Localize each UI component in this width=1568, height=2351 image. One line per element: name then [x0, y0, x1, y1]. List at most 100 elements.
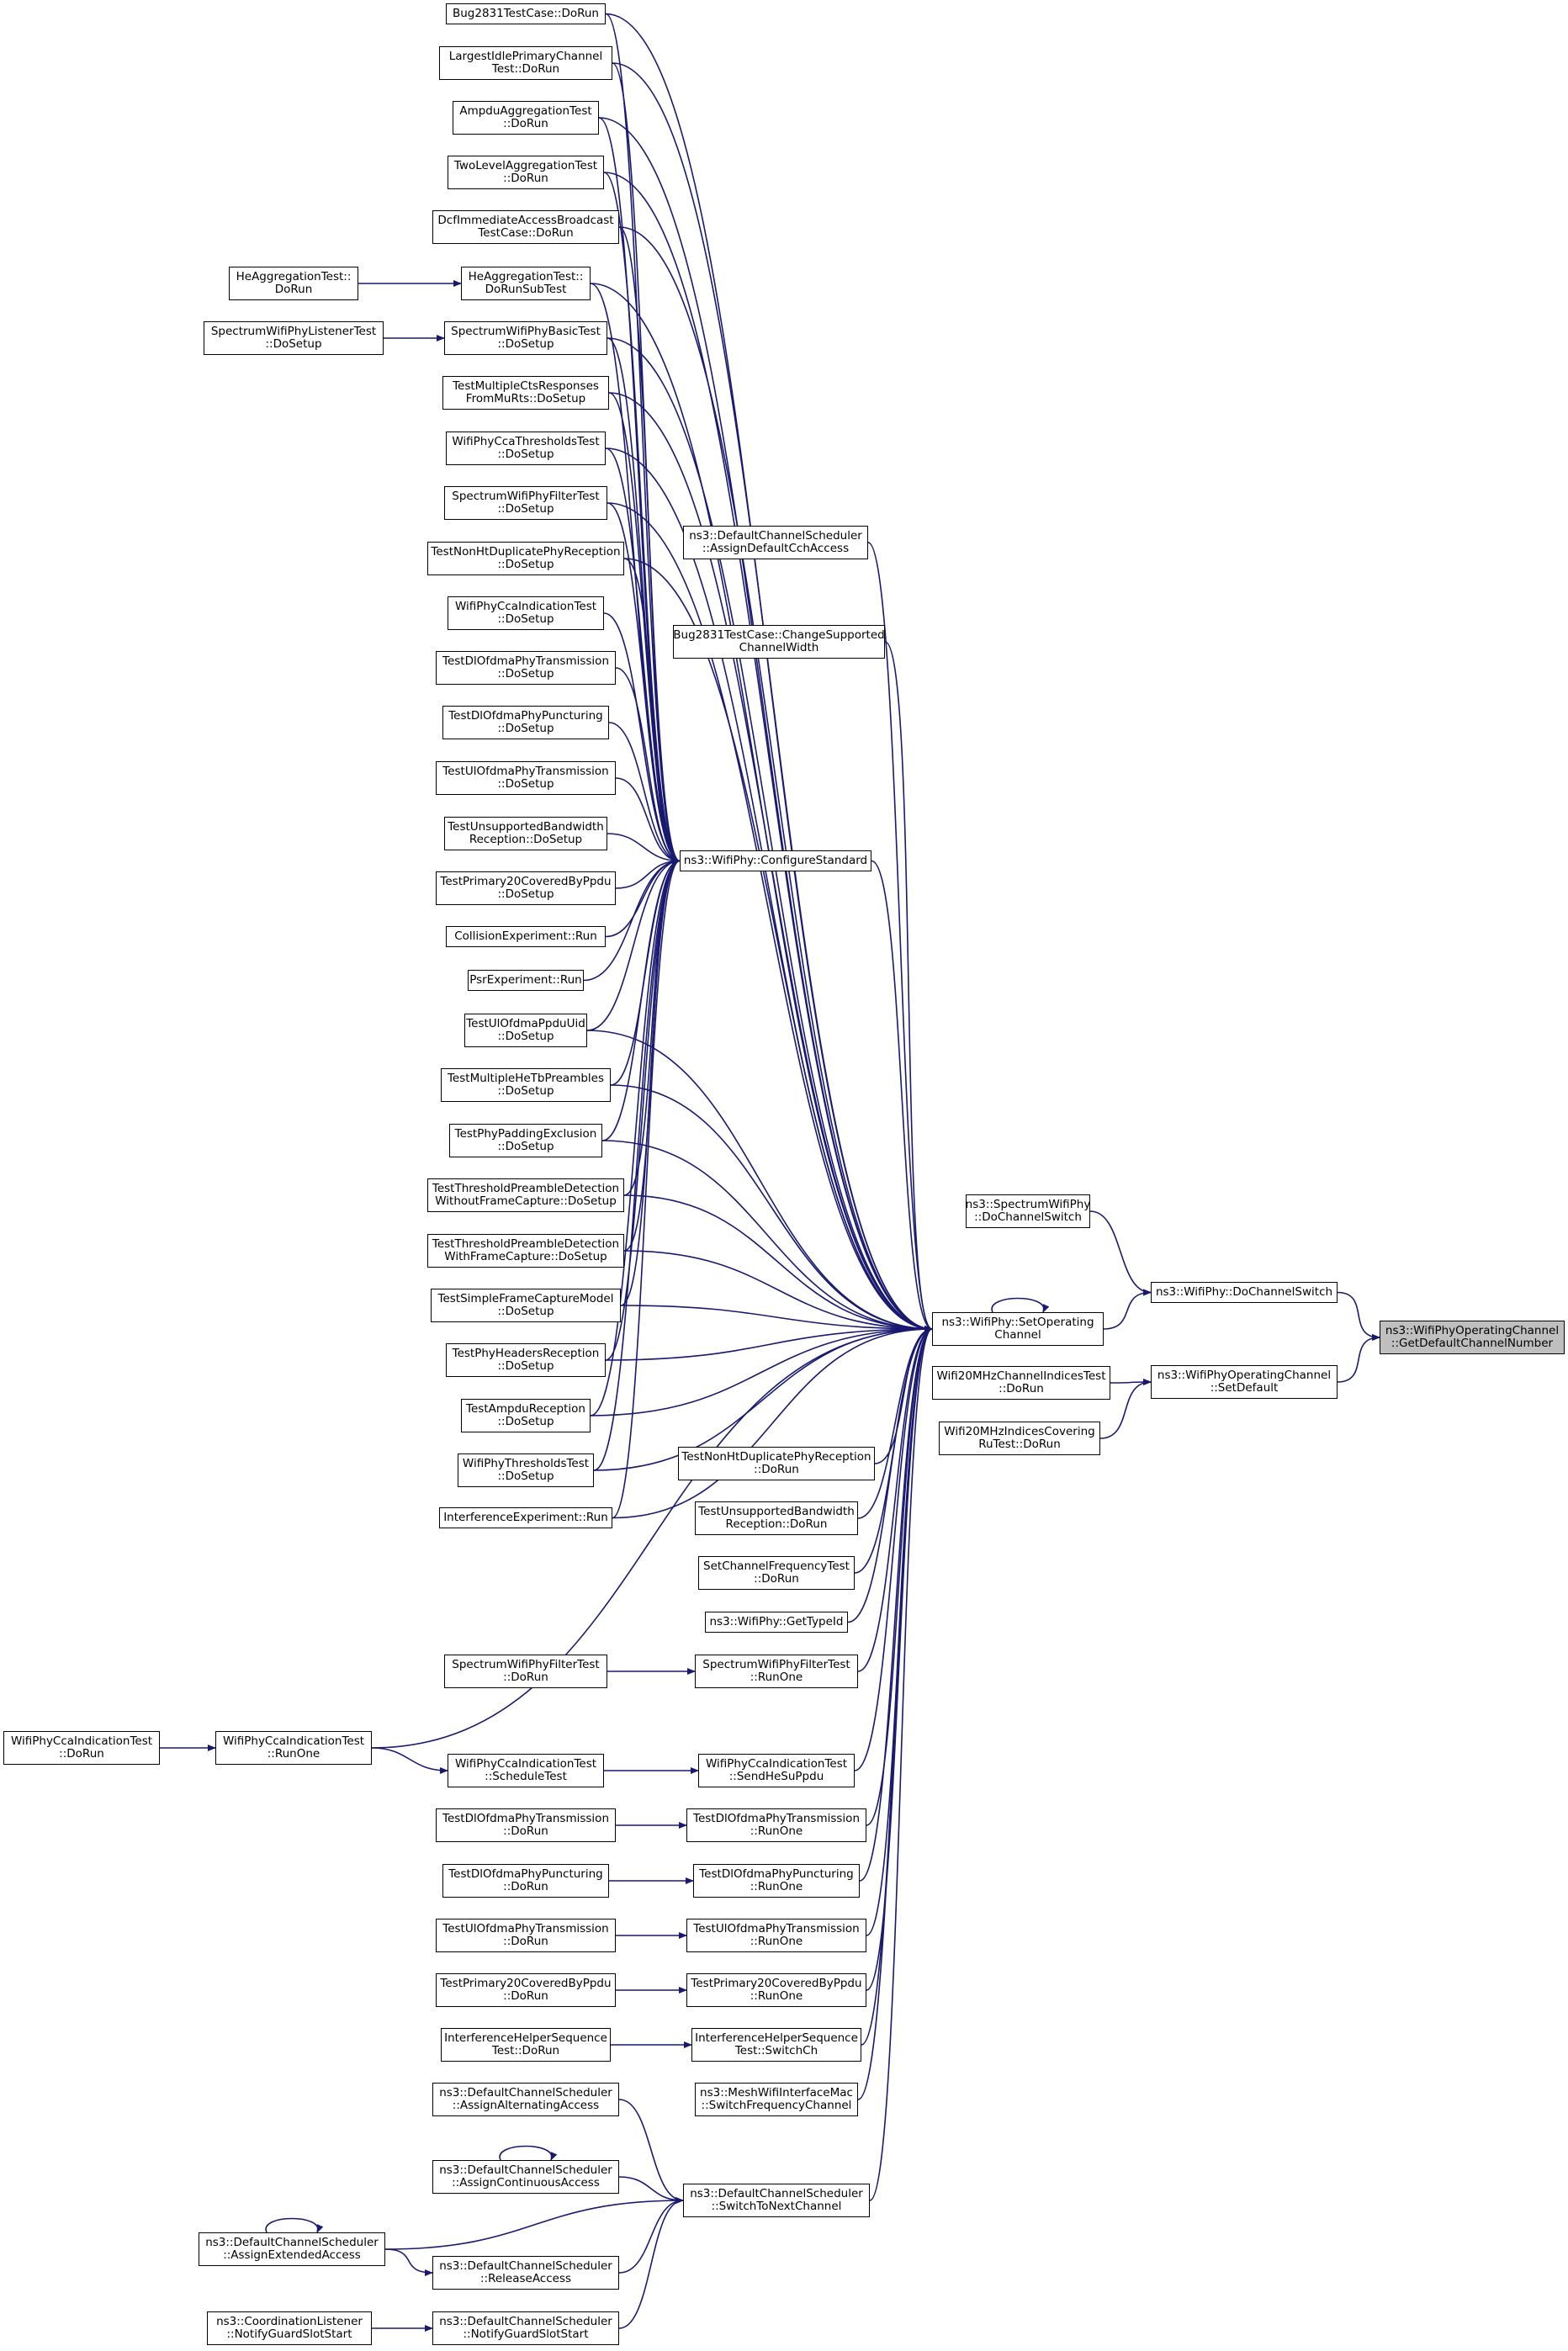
node-wifi20-channel-indices-test[interactable]: Wifi20MHzChannelIndicesTest ::DoRun [932, 1366, 1110, 1400]
node-dcf-immediate-access[interactable]: DcfImmediateAccessBroadcast TestCase::Do… [432, 210, 619, 244]
node-he-aggregation-subtest[interactable]: HeAggregationTest:: DoRunSubTest [461, 267, 591, 300]
node-threshold-preamble-without-capture[interactable]: TestThresholdPreambleDetection WithoutFr… [427, 1178, 624, 1212]
node-spectrum-filter-test-runone[interactable]: SpectrumWifiPhyFilterTest ::RunOne [695, 1655, 858, 1688]
node-dl-ofdma-transmission-dorun[interactable]: TestDlOfdmaPhyTransmission ::DoRun [436, 1808, 616, 1842]
node-cca-indication-test-dorun[interactable]: WifiPhyCcaIndicationTest ::DoRun [3, 1731, 160, 1765]
node-ul-ofdma-transmission-runone[interactable]: TestUlOfdmaPhyTransmission ::RunOne [686, 1919, 866, 1952]
node-dl-ofdma-puncturing-dorun[interactable]: TestDlOfdmaPhyPuncturing ::DoRun [442, 1864, 609, 1898]
edge-61 [603, 172, 933, 1332]
edge-46 [605, 857, 681, 938]
node-dl-ofdma-puncturing-runone[interactable]: TestDlOfdmaPhyPuncturing ::RunOne [693, 1864, 860, 1898]
edge-42 [608, 722, 681, 865]
node-primary20-covered-runone[interactable]: TestPrimary20CoveredByPpdu ::RunOne [686, 1973, 866, 2007]
edge-33 [618, 226, 681, 865]
node-unsupported-bandwidth-setup[interactable]: TestUnsupportedBandwidth Reception::DoSe… [444, 817, 607, 850]
edge-59 [612, 62, 933, 1332]
edge-6 [871, 860, 933, 1332]
node-spectrum-listener-test-setup[interactable]: SpectrumWifiPhyListenerTest ::DoSetup [204, 321, 384, 355]
edge-76 [590, 1326, 933, 1416]
edge-0 [1337, 1291, 1380, 1341]
node-assign-extended-access[interactable]: ns3::DefaultChannelScheduler ::AssignExt… [199, 2232, 385, 2266]
edge-14 [371, 1326, 933, 1749]
edge-82 [847, 1326, 933, 1623]
node-simple-frame-capture-model[interactable]: TestSimpleFrameCaptureModel ::DoSetup [431, 1289, 621, 1322]
node-cca-indication-send-he-su-ppdu[interactable]: WifiPhyCcaIndicationTest ::SendHeSuPpdu [698, 1754, 855, 1787]
node-spectrum-do-channel-switch[interactable]: ns3::SpectrumWifiPhy ::DoChannelSwitch [966, 1194, 1090, 1228]
node-interference-helper-dorun[interactable]: InterferenceHelperSequence Test::DoRun [441, 2028, 611, 2062]
node-cca-indication-test-setup[interactable]: WifiPhyCcaIndicationTest ::DoSetup [448, 596, 604, 630]
node-bug2831-dorun[interactable]: Bug2831TestCase::DoRun [446, 3, 606, 24]
node-wifiphy-do-channel-switch[interactable]: ns3::WifiPhy::DoChannelSwitch [1151, 1282, 1338, 1303]
node-set-operating-channel[interactable]: ns3::WifiPhy::SetOperating Channel [932, 1312, 1104, 1346]
focus-node-get-default-channel-number: ns3::WifiPhyOperatingChannel ::GetDefaul… [1380, 1321, 1565, 1354]
edge-41 [615, 667, 681, 865]
node-spectrum-filter-test-setup[interactable]: SpectrumWifiPhyFilterTest ::DoSetup [444, 486, 607, 520]
edge-77 [593, 1326, 933, 1471]
node-ul-ofdma-ppdu-uid[interactable]: TestUlOfdmaPpduUid ::DoSetup [464, 1014, 587, 1047]
edge-39 [623, 558, 681, 865]
node-assign-continuous-access[interactable]: ns3::DefaultChannelScheduler ::AssignCon… [432, 2160, 619, 2194]
node-he-aggregation-dorun[interactable]: HeAggregationTest:: DoRun [229, 267, 358, 300]
node-cca-indication-schedule-test[interactable]: WifiPhyCcaIndicationTest ::ScheduleTest [448, 1754, 604, 1787]
node-spectrum-basic-test-setup[interactable]: SpectrumWifiPhyBasicTest ::DoSetup [444, 321, 607, 355]
node-coordination-listener-notify[interactable]: ns3::CoordinationListener ::NotifyGuardS… [207, 2311, 372, 2345]
node-primary20-covered-setup[interactable]: TestPrimary20CoveredByPpdu ::DoSetup [436, 871, 616, 905]
edge-5 [1099, 1379, 1152, 1439]
node-ampdu-reception[interactable]: TestAmpduReception ::DoSetup [461, 1399, 591, 1432]
node-assign-alternating-access[interactable]: ns3::DefaultChannelScheduler ::AssignAlt… [432, 2083, 619, 2116]
edge-25 [618, 2197, 684, 2274]
node-nonht-duplicate-setup[interactable]: TestNonHtDuplicatePhyReception ::DoSetup [427, 542, 624, 575]
node-switch-to-next-channel[interactable]: ns3::DefaultChannelScheduler ::SwitchToN… [683, 2184, 870, 2217]
node-multiple-he-tb-preambles[interactable]: TestMultipleHeTbPreambles ::DoSetup [441, 1068, 611, 1102]
node-interference-helper-switch-ch[interactable]: InterferenceHelperSequence Test::SwitchC… [691, 2028, 861, 2062]
node-assign-default-cch-access[interactable]: ns3::DefaultChannelScheduler ::AssignDef… [683, 526, 868, 559]
node-notify-guard-slot-start-scheduler[interactable]: ns3::DefaultChannelScheduler ::NotifyGua… [432, 2311, 619, 2345]
node-configure-standard[interactable]: ns3::WifiPhy::ConfigureStandard [680, 850, 871, 871]
node-set-channel-frequency-test[interactable]: SetChannelFrequencyTest ::DoRun [698, 1556, 855, 1590]
edge-74 [620, 1305, 933, 1332]
node-release-access[interactable]: ns3::DefaultChannelScheduler ::ReleaseAc… [432, 2256, 619, 2290]
node-multiple-cts-responses[interactable]: TestMultipleCtsResponses FromMuRts::DoSe… [442, 376, 609, 410]
edge-68 [623, 558, 933, 1332]
edge-23 [384, 2197, 684, 2250]
node-operating-channel-set-default[interactable]: ns3::WifiPhyOperatingChannel ::SetDefaul… [1151, 1365, 1338, 1399]
node-two-level-aggregation-test[interactable]: TwoLevelAggregationTest ::DoRun [448, 156, 604, 189]
node-wifi20-indices-covering-test[interactable]: Wifi20MHzIndicesCovering RuTest::DoRun [939, 1422, 1100, 1455]
edge-4 [1110, 1379, 1152, 1386]
edge-7 [867, 542, 933, 1332]
node-cca-thresholds-test[interactable]: WifiPhyCcaThresholdsTest ::DoSetup [446, 432, 606, 465]
node-bug2831-change-supported-width[interactable]: Bug2831TestCase::ChangeSupported Channel… [673, 625, 885, 659]
node-ul-ofdma-transmission-dorun[interactable]: TestUlOfdmaPhyTransmission ::DoRun [436, 1919, 616, 1952]
node-phy-padding-exclusion[interactable]: TestPhyPaddingExclusion ::DoSetup [449, 1124, 602, 1157]
node-ampdu-aggregation-test[interactable]: AmpduAggregationTest ::DoRun [453, 101, 599, 135]
node-wifiphy-get-type-id[interactable]: ns3::WifiPhy::GetTypeId [705, 1612, 848, 1633]
edge-88 [866, 1326, 933, 1991]
node-spectrum-filter-test-dorun[interactable]: SpectrumWifiPhyFilterTest ::DoRun [444, 1655, 607, 1688]
node-ul-ofdma-transmission-setup[interactable]: TestUlOfdmaPhyTransmission ::DoSetup [436, 761, 616, 795]
self-loop-1 [991, 1297, 1050, 1313]
node-cca-indication-test-runone[interactable]: WifiPhyCcaIndicationTest ::RunOne [215, 1731, 372, 1765]
node-collision-experiment[interactable]: CollisionExperiment::Run [446, 926, 606, 947]
node-nonht-duplicate-dorun[interactable]: TestNonHtDuplicatePhyReception ::DoRun [678, 1447, 875, 1480]
edge-54 [605, 857, 681, 1361]
node-dl-ofdma-puncturing-setup[interactable]: TestDlOfdmaPhyPuncturing ::DoSetup [442, 706, 609, 739]
edge-57 [612, 857, 681, 1519]
node-unsupported-bandwidth-dorun[interactable]: TestUnsupportedBandwidth Reception::DoRu… [695, 1501, 858, 1535]
node-threshold-preamble-with-capture[interactable]: TestThresholdPreambleDetection WithFrame… [427, 1234, 624, 1268]
edge-28 [869, 1326, 933, 2201]
edge-48 [586, 857, 681, 1031]
edge-51 [623, 857, 681, 1196]
node-dl-ofdma-transmission-runone[interactable]: TestDlOfdmaPhyTransmission ::RunOne [686, 1808, 866, 1842]
node-phy-headers-reception[interactable]: TestPhyHeadersReception ::DoSetup [446, 1343, 606, 1377]
node-largest-idle-primary-channel[interactable]: LargestIdlePrimaryChannel Test::DoRun [439, 46, 612, 80]
node-primary20-covered-dorun[interactable]: TestPrimary20CoveredByPpdu ::DoRun [436, 1973, 616, 2007]
edge-44 [607, 833, 681, 865]
node-dl-ofdma-transmission-setup[interactable]: TestDlOfdmaPhyTransmission ::DoSetup [436, 651, 616, 685]
node-mesh-switch-frequency-channel[interactable]: ns3::MeshWifiInterfaceMac ::SwitchFreque… [695, 2083, 858, 2116]
edge-43 [615, 777, 681, 865]
node-wifi-phy-thresholds-test[interactable]: WifiPhyThresholdsTest ::DoSetup [458, 1453, 594, 1487]
node-interference-experiment[interactable]: InterferenceExperiment::Run [439, 1507, 612, 1528]
edge-71 [601, 1140, 933, 1332]
node-psr-experiment[interactable]: PsrExperiment::Run [468, 970, 584, 991]
